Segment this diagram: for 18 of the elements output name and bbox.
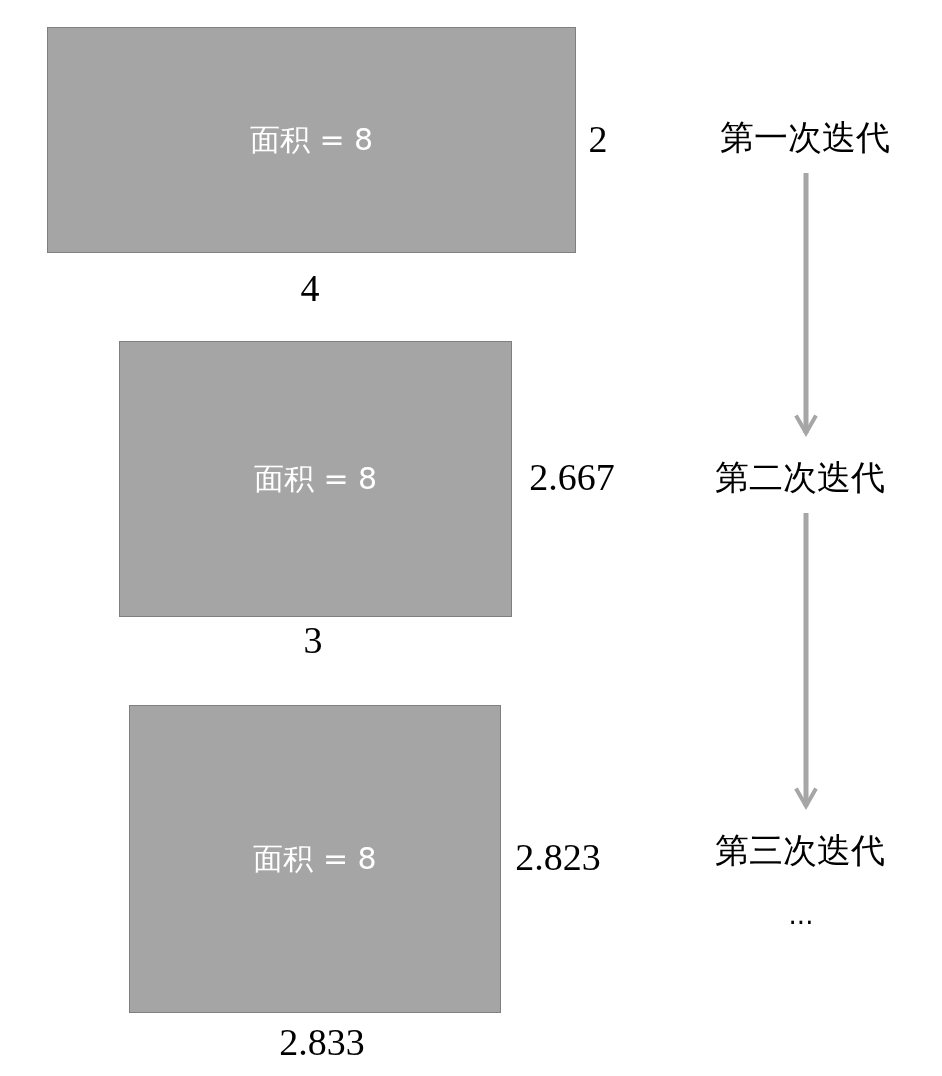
arrow [794,513,818,808]
area-text: 面积 = 8 [249,120,374,159]
rectangle [47,27,576,253]
width-length: 4 [300,266,320,310]
ellipsis-text: ... [788,900,814,930]
width-length: 3 [303,618,323,662]
side-length: 2.667 [529,455,615,499]
arrow [794,173,818,435]
iteration-label: 第一次迭代 [720,116,890,159]
rectangle [129,705,501,1013]
width-length: 2.833 [279,1020,365,1064]
iteration-label: 第二次迭代 [715,456,885,499]
iteration-label: 第三次迭代 [715,829,885,872]
side-length: 2 [588,117,608,161]
area-text: 面积 = 8 [253,839,377,878]
side-length: 2.823 [515,835,601,879]
area-text: 面积 = 8 [253,459,378,498]
rectangle [119,341,512,617]
